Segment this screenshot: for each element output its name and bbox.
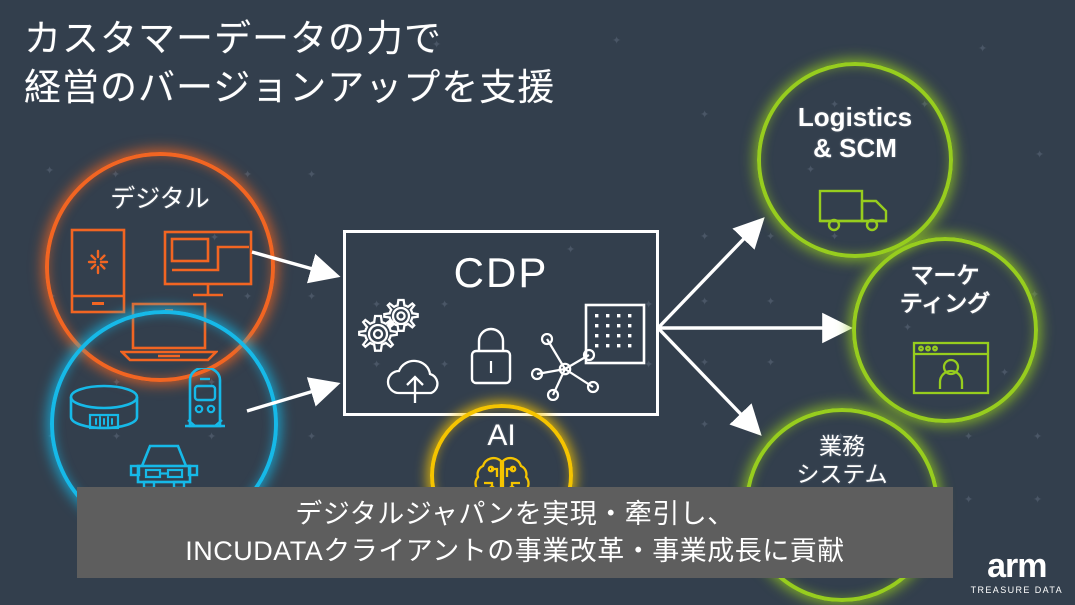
arrow-cdp-to-biz [656,326,762,436]
smart-band-icon [69,384,139,430]
arrow-digital-to-cdp [251,250,341,284]
browser-person-icon [912,341,990,395]
network-nodes-icon [531,333,600,401]
arrow-cdp-to-logistics [656,217,765,330]
cloud-upload-icon [386,359,439,403]
digital-label: デジタル [110,185,210,213]
business-systems-label: 業務 システム [796,433,888,487]
marketing-label: マーケ ティング [899,262,991,316]
truck-icon [818,189,888,232]
train-icon [185,368,225,428]
bottom-banner: デジタルジャパンを実現・牽引し、 INCUDATAクライアントの事業改革・事業成… [77,487,953,578]
lock-icon [470,327,512,385]
gears-icon [358,298,419,352]
circle-ring-green [852,237,1038,423]
smartphone-icon [70,228,126,314]
dot-matrix-icon [584,303,646,365]
monitor-icon [163,230,253,297]
logo-arm-text: arm [987,547,1047,585]
output-circle-marketing: マーケ ティング [852,237,1038,423]
slide-title: カスタマーデータの力で 経営のバージョンアップを支援 [24,18,556,109]
output-circle-logistics: Logistics & SCM [757,62,953,258]
ai-label: AI [487,419,516,452]
cdp-title: CDP [453,249,549,296]
logistics-label: Logistics & SCM [797,102,913,164]
arm-treasure-data-logo: arm TREASURE DATA [971,549,1063,595]
logo-subtitle-text: TREASURE DATA [970,585,1063,595]
source-circle-digital: デジタル [45,152,275,382]
arrow-iot-to-cdp [246,377,341,413]
banner-text: デジタルジャパンを実現・牽引し、 INCUDATAクライアントの事業改革・事業成… [185,499,845,566]
circle-ring-green [757,62,953,258]
